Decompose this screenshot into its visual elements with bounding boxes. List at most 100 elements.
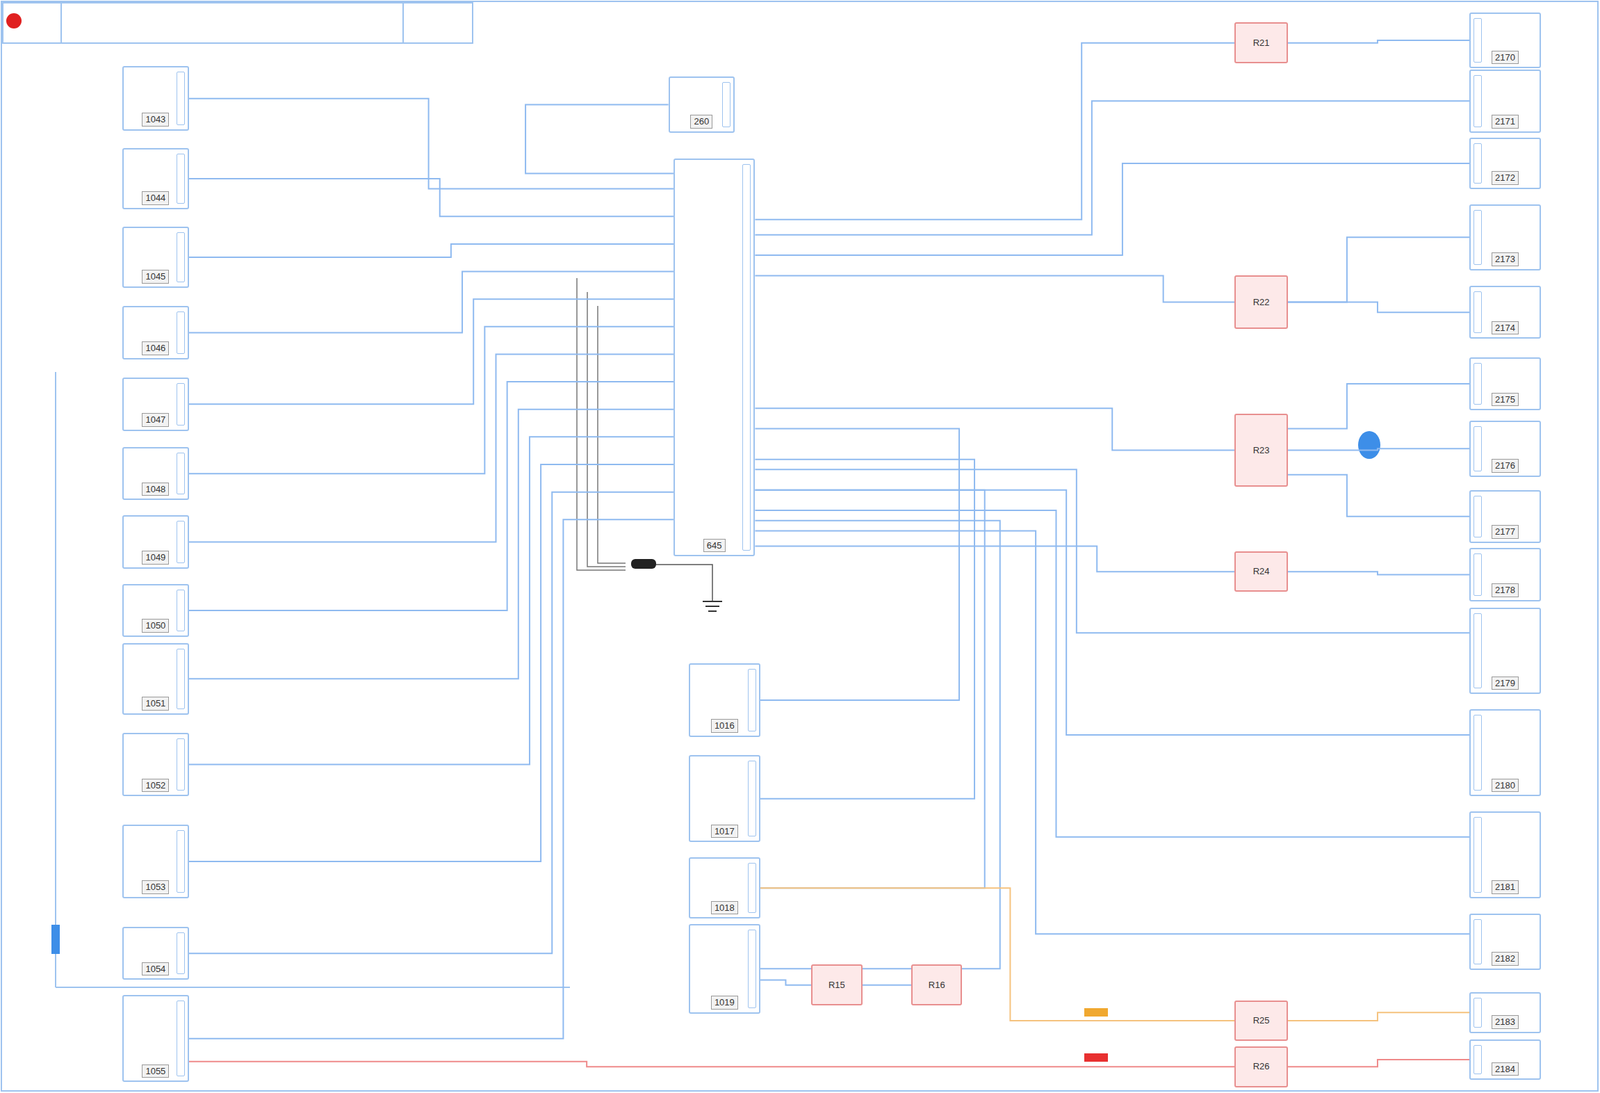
- wire: [189, 298, 674, 404]
- component-box: 2171: [1469, 69, 1541, 133]
- component-code: R21: [1250, 36, 1273, 50]
- component-code: 1045: [141, 269, 169, 284]
- component-code: 2170: [1491, 50, 1519, 65]
- component-box: 2184: [1469, 1039, 1541, 1081]
- wire: [189, 409, 674, 680]
- wire: [1287, 1059, 1470, 1067]
- component-box: 1044: [122, 148, 189, 210]
- ground-wire: [597, 305, 626, 563]
- component-box: 1054: [122, 926, 189, 980]
- component-box: 1019: [688, 923, 761, 1014]
- wire: [754, 545, 1235, 572]
- wire: [189, 436, 674, 764]
- component-code: 2171: [1491, 114, 1519, 129]
- component-code: R26: [1250, 1059, 1273, 1073]
- connector-pins: [1473, 495, 1482, 538]
- component-box: 1052: [122, 732, 189, 796]
- connector-pins: [176, 382, 185, 425]
- component-box: 2177: [1469, 490, 1541, 543]
- component-box: 1050: [122, 583, 189, 637]
- connector-pins: [1473, 1044, 1482, 1075]
- component-code: 1055: [141, 1064, 169, 1079]
- title-divider: [402, 2, 404, 44]
- component-code: R15: [825, 978, 848, 992]
- component-box: 2175: [1469, 357, 1541, 411]
- component-code: R23: [1250, 444, 1273, 457]
- wire: [189, 98, 674, 190]
- component-box: 2170: [1469, 12, 1541, 69]
- splice-connector: R22: [1234, 275, 1288, 329]
- connector-pins: [722, 82, 731, 128]
- component-box: 1043: [122, 66, 189, 130]
- component-code: 1018: [711, 900, 739, 915]
- connector-pins: [742, 164, 751, 552]
- wire: [754, 100, 1470, 235]
- ground-wire: [576, 278, 626, 570]
- wire: [1287, 474, 1470, 517]
- splice-connector: R25: [1234, 1000, 1288, 1042]
- component-code: 1043: [141, 112, 169, 127]
- component-code: 1016: [711, 718, 739, 733]
- component-box: 1053: [122, 824, 189, 899]
- wire: [754, 469, 1470, 633]
- connector-pins: [1473, 143, 1482, 183]
- wire: [1287, 40, 1470, 44]
- connector-pins: [176, 520, 185, 563]
- wire: [189, 519, 674, 1039]
- component-code: 2181: [1491, 879, 1519, 894]
- wire: [189, 243, 674, 258]
- component-code: 2174: [1491, 321, 1519, 336]
- connector-pins: [1473, 918, 1482, 965]
- component-code: 1044: [141, 191, 169, 206]
- connector-pins: [176, 153, 185, 204]
- component-box: 2183: [1469, 991, 1541, 1033]
- splice-connector: R23: [1234, 413, 1288, 488]
- connector-pins: [176, 1000, 185, 1076]
- connector-pins: [176, 311, 185, 354]
- connector-pins: [1473, 209, 1482, 265]
- component-box: 1051: [122, 642, 189, 715]
- component-code: 1054: [141, 961, 169, 976]
- ground-connector: [631, 558, 657, 569]
- ground-symbol: [702, 601, 723, 611]
- connector-pins: [747, 668, 757, 732]
- component-box: 2179: [1469, 607, 1541, 695]
- wire: [1287, 237, 1470, 302]
- component-box: 1045: [122, 226, 189, 288]
- wire: [189, 1061, 1236, 1067]
- component-code: R24: [1250, 565, 1273, 578]
- connector-pins: [1473, 553, 1482, 595]
- wire: [189, 271, 674, 333]
- warning-dot: [6, 13, 22, 29]
- component-code: 2184: [1491, 1062, 1519, 1076]
- component-code: 1052: [141, 778, 169, 793]
- bus-splice: [51, 924, 60, 954]
- connector-pins: [747, 760, 757, 837]
- wire: [1287, 383, 1470, 429]
- component-box: 1048: [122, 446, 189, 500]
- connector-pins: [1473, 613, 1482, 689]
- splice-connector: R21: [1234, 22, 1288, 64]
- title-bar: [2, 2, 473, 44]
- component-box: 1017: [688, 754, 761, 842]
- component-box: 2178: [1469, 547, 1541, 601]
- wire: [754, 510, 1470, 837]
- title-divider: [60, 2, 62, 44]
- wire: [754, 407, 1235, 450]
- wire: [1287, 302, 1470, 313]
- wire: [189, 326, 674, 474]
- component-code: R22: [1250, 296, 1273, 309]
- connector-pins: [176, 452, 185, 495]
- wire: [760, 887, 1236, 1021]
- wire: [525, 104, 674, 174]
- component-code: 1046: [141, 341, 169, 356]
- component-box: 2181: [1469, 811, 1541, 899]
- wire: [1287, 571, 1470, 575]
- component-code: 1049: [141, 550, 169, 565]
- wire: [189, 381, 674, 611]
- wire: [760, 979, 812, 985]
- connector-pins: [1473, 714, 1482, 791]
- component-box: 1016: [688, 663, 761, 737]
- component-code: 260: [690, 114, 713, 129]
